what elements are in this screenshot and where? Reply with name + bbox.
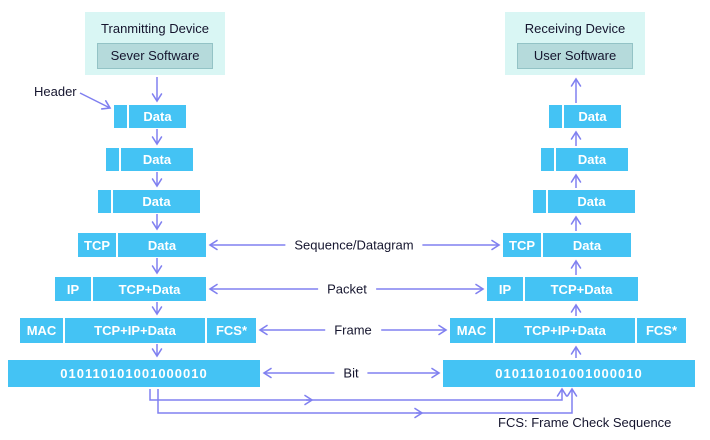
transmitting-device-title: Tranmitting Device <box>101 21 209 36</box>
rx-ip-header-box: IP <box>487 277 523 301</box>
packet-label: Packet <box>318 281 376 297</box>
rx-bitstream-box: 010110101001000010 <box>443 360 695 387</box>
transmitting-device-box: Tranmitting Device Sever Software <box>85 12 225 75</box>
tx-header-chip-2 <box>106 148 119 171</box>
fcs-footnote: FCS: Frame Check Sequence <box>498 415 672 430</box>
tx-header-chip-1 <box>114 105 127 128</box>
tx-tcp-header-box: TCP <box>78 233 116 257</box>
rx-ip-payload-box: TCP+Data <box>525 277 638 301</box>
rx-mac-payload-box: TCP+IP+Data <box>495 318 635 343</box>
bit-label: Bit <box>334 365 368 381</box>
tx-ip-header-box: IP <box>55 277 91 301</box>
tx-data-box-3: Data <box>113 190 200 213</box>
tx-data-box-2: Data <box>121 148 193 171</box>
rx-header-chip-1 <box>549 105 562 128</box>
rx-data-box-3: Data <box>548 190 635 213</box>
tx-mac-header-box: MAC <box>20 318 63 343</box>
rx-tcp-header-box: TCP <box>503 233 541 257</box>
layer-double-arrows <box>208 239 501 379</box>
rx-header-chip-3 <box>533 190 546 213</box>
tx-tcp-data-box: Data <box>118 233 206 257</box>
rx-mac-header-box: MAC <box>450 318 493 343</box>
rx-data-box-2: Data <box>556 148 628 171</box>
tx-data-box-1: Data <box>129 105 186 128</box>
rx-tcp-data-box: Data <box>543 233 631 257</box>
header-pointer-arrow <box>79 92 112 110</box>
sequence-datagram-label: Sequence/Datagram <box>285 237 423 253</box>
tx-bitstream-box: 010110101001000010 <box>8 360 260 387</box>
user-software-box: User Software <box>517 43 633 69</box>
receiving-device-box: Receiving Device User Software <box>505 12 645 75</box>
rx-fcs-box: FCS* <box>637 318 686 343</box>
header-label: Header <box>34 84 77 99</box>
rx-header-chip-2 <box>541 148 554 171</box>
server-software-box: Sever Software <box>97 43 213 69</box>
frame-label: Frame <box>325 322 381 338</box>
rx-data-box-1: Data <box>564 105 621 128</box>
tx-ip-payload-box: TCP+Data <box>93 277 206 301</box>
tx-mac-payload-box: TCP+IP+Data <box>65 318 205 343</box>
bit-transmission-lines <box>149 387 578 419</box>
tx-header-chip-3 <box>98 190 111 213</box>
tx-fcs-box: FCS* <box>207 318 256 343</box>
receiving-device-title: Receiving Device <box>524 21 626 36</box>
